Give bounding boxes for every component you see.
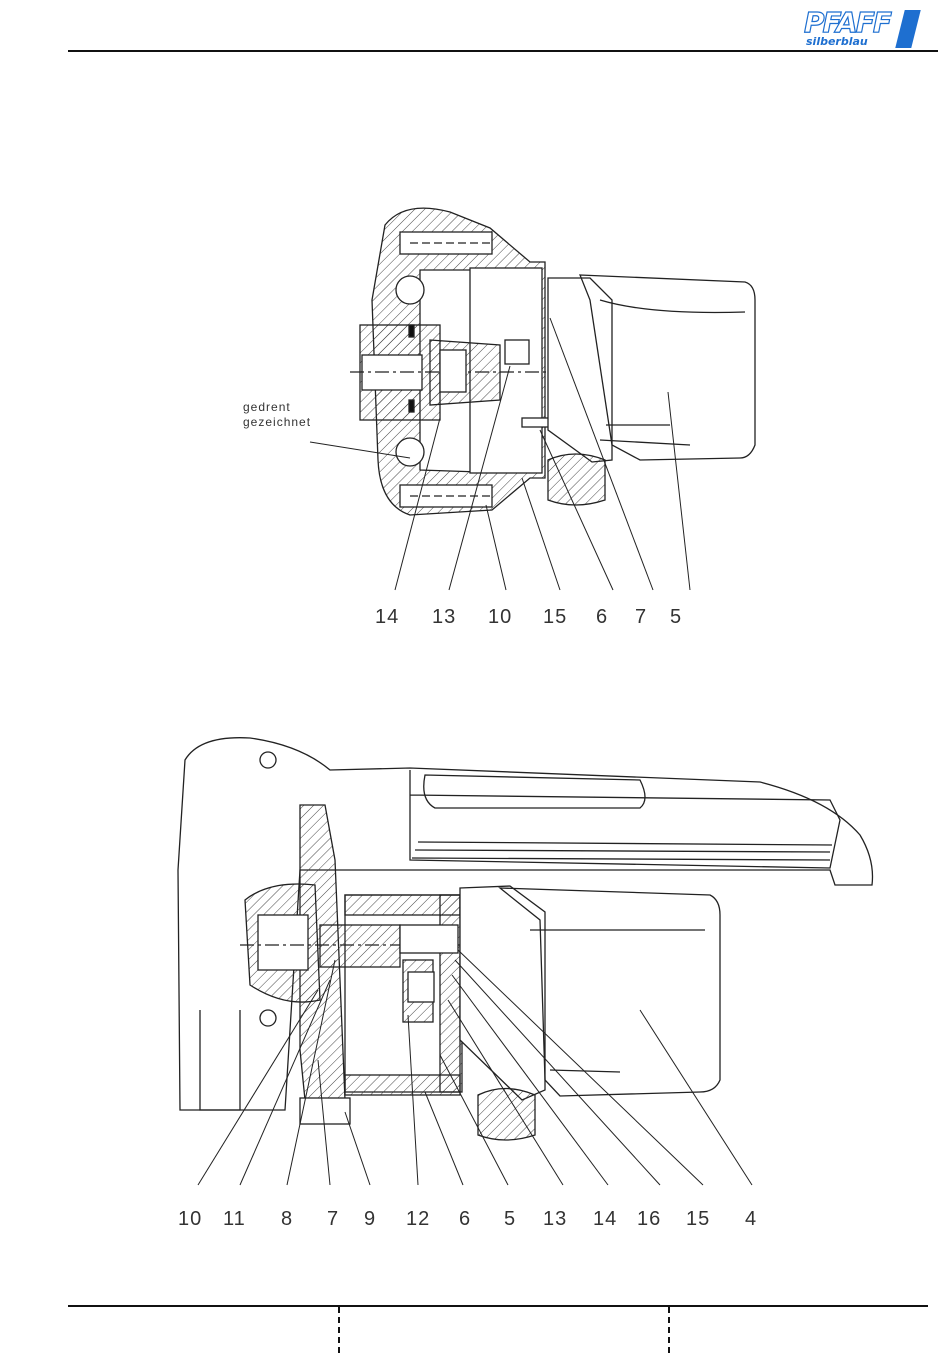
- callout-label: 12: [406, 1208, 430, 1230]
- callout-label: 14: [375, 606, 399, 628]
- callout-label: 7: [635, 606, 647, 628]
- callout-label: 10: [488, 606, 512, 628]
- footer-rule: [68, 1305, 928, 1307]
- callout-label: 7: [327, 1208, 339, 1230]
- footer-separator: [338, 1307, 340, 1353]
- sectional-drawing-bottom: 10 11 8 7 9 12 6 5 13 14 16 15 4: [0, 700, 950, 1240]
- callout-label: 13: [432, 606, 456, 628]
- callout-label: 5: [504, 1208, 516, 1230]
- callout-label: 13: [543, 1208, 567, 1230]
- callout-label: 4: [745, 1208, 757, 1230]
- callout-label: 15: [543, 606, 567, 628]
- top-drawing-geometry: [350, 208, 755, 515]
- callout-label: 6: [596, 606, 608, 628]
- callout-label: 16: [637, 1208, 661, 1230]
- footer-separator: [668, 1307, 670, 1353]
- sectional-drawing-top: gedrent gezeichnet 14 13 10 15 6 7 5: [0, 0, 950, 660]
- rotated-note-line2: gezeichnet: [243, 415, 311, 429]
- callout-label: 8: [281, 1208, 293, 1230]
- callout-label: 15: [686, 1208, 710, 1230]
- callout-label: 11: [223, 1208, 246, 1230]
- rotated-note-line1: gedrent: [243, 400, 291, 414]
- bottom-drawing-geometry: [178, 738, 873, 1140]
- callout-label: 5: [670, 606, 682, 628]
- callout-label: 9: [364, 1208, 376, 1230]
- bottom-callouts: 10 11 8 7 9 12 6 5 13 14 16 15 4: [178, 1208, 757, 1230]
- top-callouts: 14 13 10 15 6 7 5: [375, 606, 682, 628]
- callout-label: 6: [459, 1208, 471, 1230]
- callout-label: 10: [178, 1208, 202, 1230]
- callout-label: 14: [593, 1208, 617, 1230]
